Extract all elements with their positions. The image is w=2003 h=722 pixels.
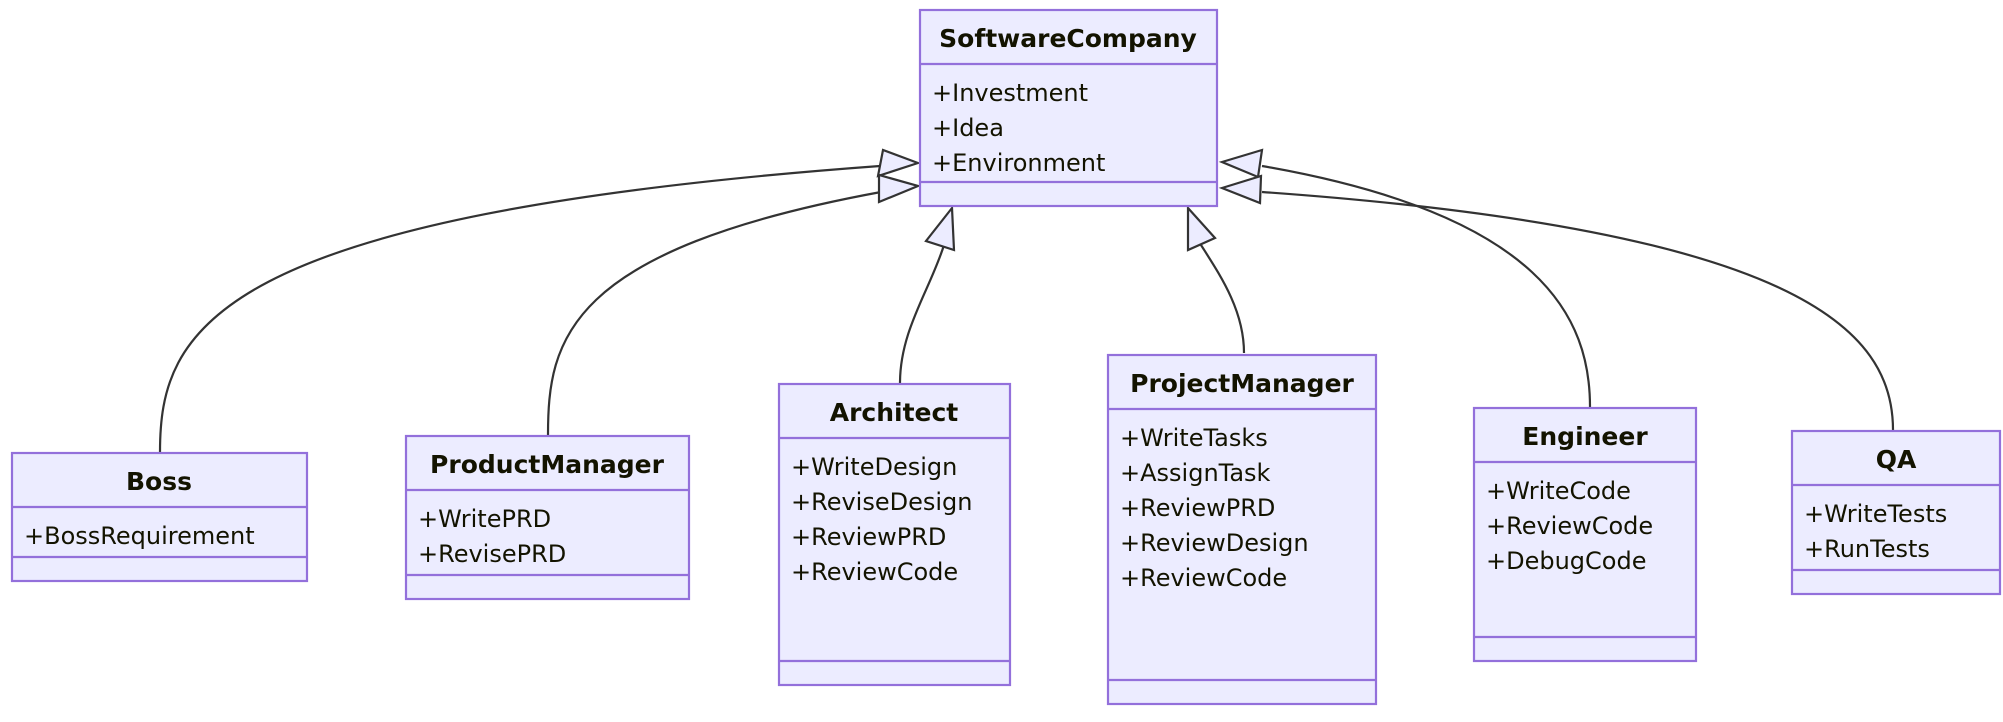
class-attribute: +WritePRD xyxy=(418,505,551,533)
inheritance-arrow-icon xyxy=(876,148,922,178)
class-box-productmanager[interactable]: ProductManager +WritePRD +RevisePRD xyxy=(404,434,691,601)
inheritance-arrow-icon xyxy=(1186,205,1217,252)
edge-path-boss xyxy=(158,164,881,453)
class-title: ProductManager xyxy=(430,450,665,479)
class-attribute: +ReviewPRD xyxy=(1120,494,1275,522)
class-title: Boss xyxy=(126,467,192,496)
class-attribute: +ReviewCode xyxy=(1486,512,1653,540)
edge-engineer-to-softwarecompany xyxy=(1218,148,1592,408)
inheritance-arrow-icon xyxy=(924,205,956,252)
class-attribute: +RevisePRD xyxy=(418,540,566,568)
edge-productmanager-to-softwarecompany xyxy=(546,173,922,436)
class-attribute: +DebugCode xyxy=(1486,547,1646,575)
class-attribute: +ReviewCode xyxy=(791,558,958,586)
class-attribute: +WriteTests xyxy=(1804,500,1947,528)
class-attribute: +RunTests xyxy=(1804,535,1930,563)
class-box-rect xyxy=(10,451,309,583)
class-attribute: +ReviseDesign xyxy=(791,488,972,516)
class-box-rect xyxy=(1790,429,2002,596)
edge-path-productmanager xyxy=(546,190,882,436)
edge-qa-to-softwarecompany xyxy=(1218,174,1895,431)
class-title: QA xyxy=(1876,445,1917,474)
edge-path-qa xyxy=(1261,190,1895,431)
class-box-rect xyxy=(1472,406,1698,663)
class-attribute: +WriteCode xyxy=(1486,477,1631,505)
class-box-qa[interactable]: QA +WriteTests +RunTests xyxy=(1790,429,2002,596)
class-attribute: +WriteTasks xyxy=(1120,424,1268,452)
class-box-engineer[interactable]: Engineer +WriteCode +ReviewCode +DebugCo… xyxy=(1472,406,1698,663)
edge-architect-to-softwarecompany xyxy=(898,205,956,384)
class-attribute: +Environment xyxy=(932,149,1105,177)
class-box-rect xyxy=(777,382,1012,687)
class-box-boss[interactable]: Boss +BossRequirement xyxy=(10,451,309,583)
class-box-rect xyxy=(1106,353,1378,706)
class-attribute: +WriteDesign xyxy=(791,453,957,481)
class-attribute: +Investment xyxy=(932,79,1088,107)
class-box-rect xyxy=(404,434,691,601)
class-box-rect xyxy=(918,8,1219,208)
inheritance-arrow-icon xyxy=(1218,148,1264,179)
inheritance-arrow-icon xyxy=(1218,174,1263,205)
inheritance-arrow-icon xyxy=(877,173,922,204)
class-attribute: +Idea xyxy=(932,114,1004,142)
edge-path-engineer xyxy=(1261,164,1592,408)
class-box-projectmanager[interactable]: ProjectManager +WriteTasks +AssignTask +… xyxy=(1106,353,1378,706)
class-title: Engineer xyxy=(1522,422,1648,451)
edge-boss-to-softwarecompany xyxy=(158,148,922,453)
class-title: ProjectManager xyxy=(1130,369,1354,398)
class-title: Architect xyxy=(830,398,959,427)
class-attribute: +ReviewPRD xyxy=(791,523,946,551)
class-box-architect[interactable]: Architect +WriteDesign +ReviseDesign +Re… xyxy=(777,382,1012,687)
class-attribute: +BossRequirement xyxy=(24,522,255,550)
edge-path-projectmanager xyxy=(1200,244,1246,354)
edge-projectmanager-to-softwarecompany xyxy=(1186,205,1246,354)
edge-path-architect xyxy=(898,244,946,384)
relation-edges xyxy=(158,148,1895,453)
class-title: SoftwareCompany xyxy=(939,24,1197,53)
class-box-softwarecompany[interactable]: SoftwareCompany +Investment +Idea +Envir… xyxy=(918,8,1219,208)
class-attribute: +AssignTask xyxy=(1120,459,1271,487)
class-attribute: +ReviewCode xyxy=(1120,564,1287,592)
class-attribute: +ReviewDesign xyxy=(1120,529,1309,557)
